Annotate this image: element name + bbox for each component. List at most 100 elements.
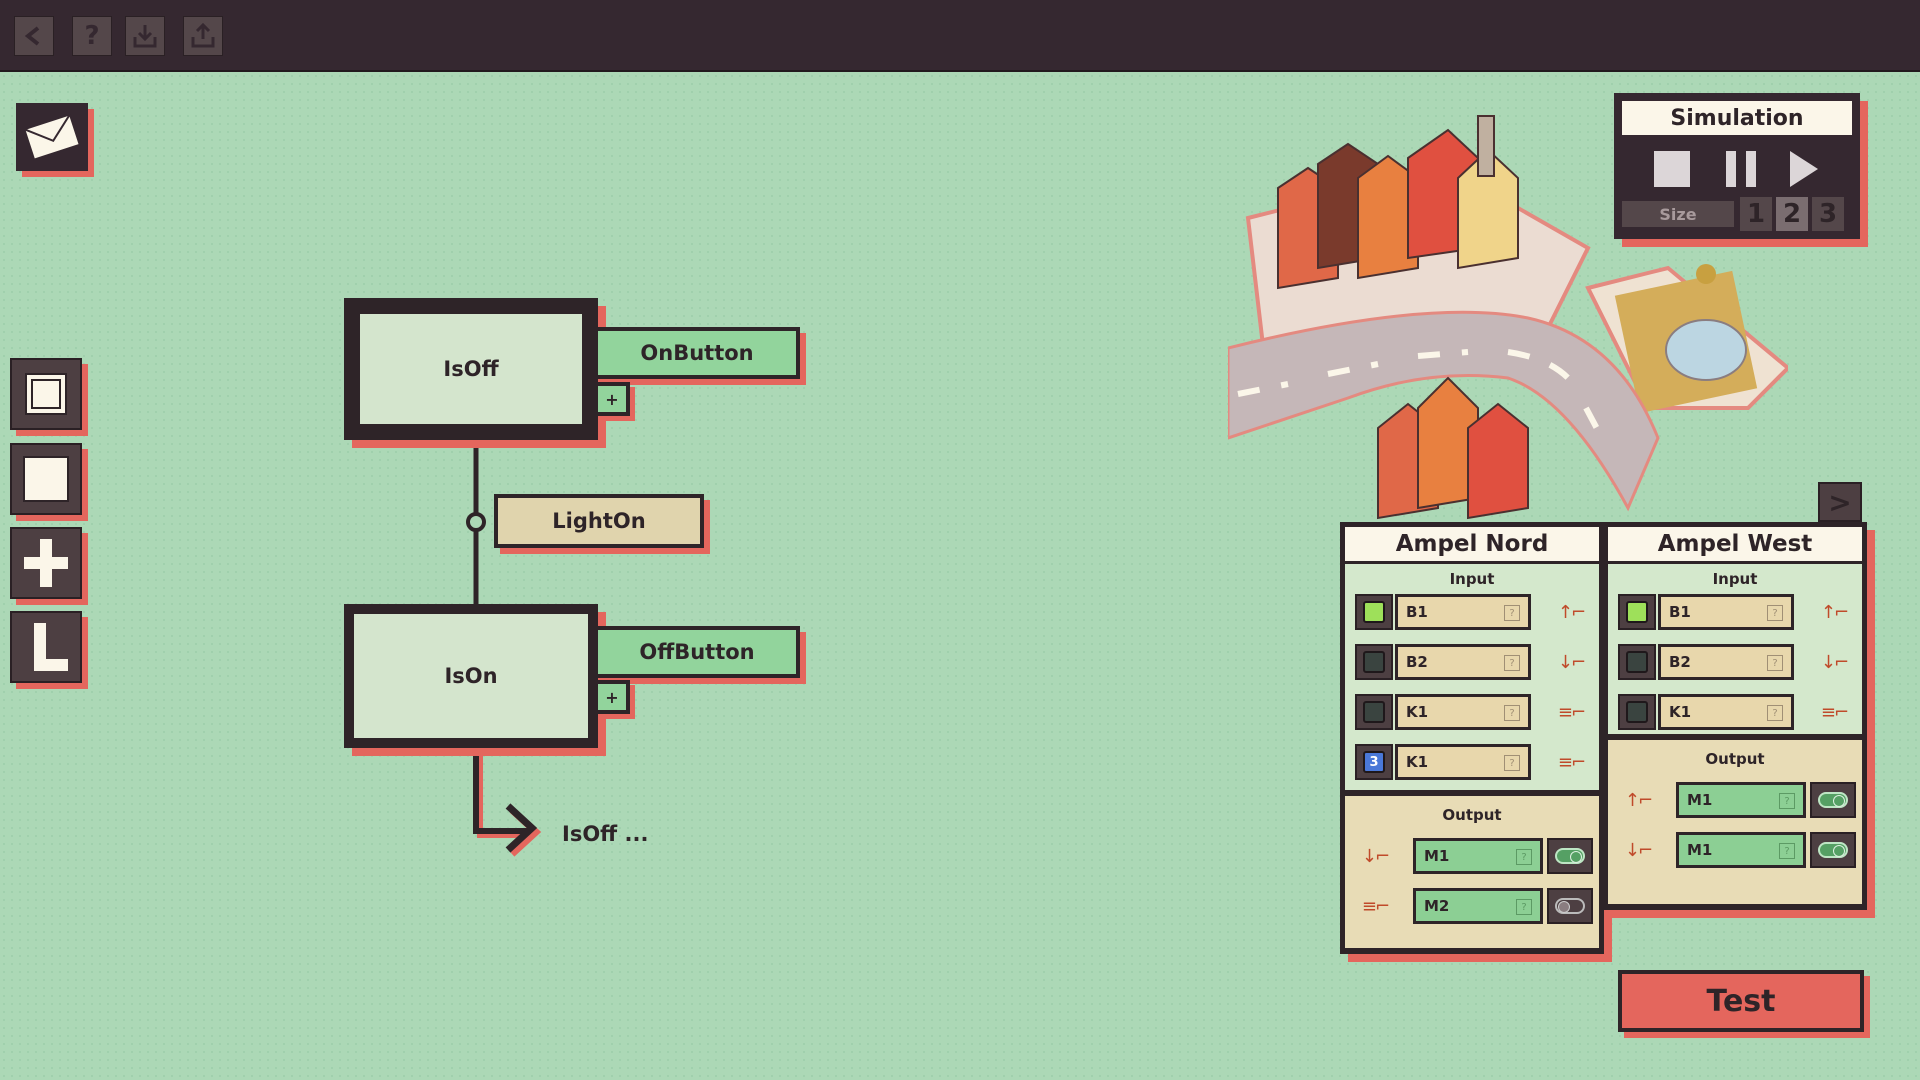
fall-trigger-icon[interactable]: ↓⌐ [1361, 845, 1390, 867]
state-label: IsOn [354, 614, 588, 738]
input-field[interactable]: B1? [1395, 594, 1531, 630]
input-row: B1? ↑⌐ [1355, 594, 1599, 630]
rise-trigger-icon[interactable]: ↑⌐ [1557, 601, 1586, 623]
input-row: K1? ≡⌐ [1618, 694, 1862, 730]
event-on-button[interactable]: OnButton [594, 327, 800, 379]
back-button[interactable] [14, 16, 54, 56]
input-row: 3 K1? ≡⌐ [1355, 744, 1599, 780]
input-row: B2? ↓⌐ [1355, 644, 1599, 680]
mail-button[interactable] [16, 103, 88, 171]
houses [1277, 115, 1529, 520]
chevron-left-icon [24, 26, 40, 46]
play-button[interactable] [1786, 149, 1826, 189]
filled-box-icon [23, 456, 69, 502]
output-label: Output [1705, 750, 1765, 768]
download-button[interactable] [125, 16, 165, 56]
envelope-icon [22, 113, 82, 161]
panel-ampel-west: Ampel West Input B1? ↑⌐ B2? ↓⌐ K1? ≡⌐ Ou… [1603, 522, 1867, 910]
output-field[interactable]: M1? [1676, 782, 1806, 818]
add-event-button[interactable]: + [594, 680, 630, 714]
output-row: ↓⌐ M1? [1349, 838, 1599, 874]
download-icon [133, 25, 157, 48]
input-led[interactable] [1618, 694, 1656, 730]
state-node-ison[interactable]: IsOn [344, 604, 598, 748]
event-light-on[interactable]: LightOn [494, 494, 704, 548]
input-led[interactable] [1618, 644, 1656, 680]
input-field[interactable]: K1? [1658, 694, 1794, 730]
rise-trigger-icon[interactable]: ↑⌐ [1820, 601, 1849, 623]
output-toggle[interactable] [1547, 838, 1593, 874]
input-led[interactable] [1618, 594, 1656, 630]
pause-button[interactable] [1722, 149, 1762, 189]
output-row: ↓⌐ M1? [1612, 832, 1862, 868]
panel-title: Ampel West [1608, 527, 1862, 561]
state-label: IsOff [358, 312, 584, 426]
output-section: Output ↑⌐ M1? ↓⌐ M1? [1608, 740, 1862, 904]
output-section: Output ↓⌐ M1? ≡⌐ M2? [1345, 796, 1599, 948]
output-row: ↑⌐ M1? [1612, 782, 1862, 818]
tool-connector[interactable] [10, 527, 82, 599]
output-field[interactable]: M2? [1413, 888, 1543, 924]
output-toggle[interactable] [1547, 888, 1593, 924]
fall-trigger-icon[interactable]: ↓⌐ [1557, 651, 1586, 673]
level-trigger-icon[interactable]: ≡⌐ [1557, 701, 1586, 723]
size-option-1[interactable]: 1 [1740, 197, 1772, 231]
help-icon: ? [84, 21, 100, 51]
input-row: K1? ≡⌐ [1355, 694, 1599, 730]
next-button[interactable]: > [1818, 482, 1862, 522]
size-option-3[interactable]: 3 [1812, 197, 1844, 231]
input-led[interactable] [1355, 644, 1393, 680]
input-led[interactable]: 3 [1355, 744, 1393, 780]
level-trigger-icon[interactable]: ≡⌐ [1361, 895, 1390, 917]
simulation-title: Simulation [1622, 101, 1852, 135]
tool-transition[interactable] [10, 611, 82, 683]
panel-ampel-nord: Ampel Nord Input B1? ↑⌐ B2? ↓⌐ K1? ≡⌐ 3 … [1340, 522, 1604, 954]
input-row: B2? ↓⌐ [1618, 644, 1862, 680]
corner-icon [34, 623, 68, 671]
output-field[interactable]: M1? [1413, 838, 1543, 874]
input-row: B1? ↑⌐ [1618, 594, 1862, 630]
state-node-isoff[interactable]: IsOff [344, 298, 598, 440]
level-trigger-icon[interactable]: ≡⌐ [1557, 751, 1586, 773]
fall-trigger-icon[interactable]: ↓⌐ [1820, 651, 1849, 673]
stop-button[interactable] [1654, 151, 1690, 187]
input-field[interactable]: B1? [1658, 594, 1794, 630]
tool-box[interactable] [10, 443, 82, 515]
output-row: ≡⌐ M2? [1349, 888, 1599, 924]
level-trigger-icon[interactable]: ≡⌐ [1820, 701, 1849, 723]
help-button[interactable]: ? [72, 16, 112, 56]
input-field[interactable]: K1? [1395, 694, 1531, 730]
rise-trigger-icon[interactable]: ↑⌐ [1624, 789, 1653, 811]
output-label: Output [1442, 806, 1502, 824]
input-label: Input [1449, 570, 1495, 588]
top-toolbar: ? [0, 0, 1920, 72]
simulation-panel: Simulation Size 1 2 3 [1614, 93, 1860, 239]
upload-button[interactable] [183, 16, 223, 56]
output-toggle[interactable] [1810, 782, 1856, 818]
input-led[interactable] [1355, 694, 1393, 730]
size-option-2[interactable]: 2 [1776, 197, 1808, 231]
add-event-button[interactable]: + [594, 382, 630, 416]
pause-icon [1726, 151, 1756, 187]
goto-state-label[interactable]: IsOff ... [562, 822, 649, 846]
input-field[interactable]: B2? [1395, 644, 1531, 680]
test-button[interactable]: Test [1618, 970, 1864, 1032]
tool-state[interactable] [10, 358, 82, 430]
event-off-button[interactable]: OffButton [594, 626, 800, 678]
panel-title: Ampel Nord [1345, 527, 1599, 561]
cross-icon [24, 539, 68, 587]
output-toggle[interactable] [1810, 832, 1856, 868]
input-field[interactable]: B2? [1658, 644, 1794, 680]
city-preview [1228, 115, 1788, 520]
state-box-icon [25, 373, 67, 415]
output-field[interactable]: M1? [1676, 832, 1806, 868]
fall-trigger-icon[interactable]: ↓⌐ [1624, 839, 1653, 861]
input-led[interactable] [1355, 594, 1393, 630]
input-field[interactable]: K1? [1395, 744, 1531, 780]
input-section: Input B1? ↑⌐ B2? ↓⌐ K1? ≡⌐ [1608, 564, 1862, 734]
input-label: Input [1712, 570, 1758, 588]
input-section: Input B1? ↑⌐ B2? ↓⌐ K1? ≡⌐ 3 K1? ≡⌐ [1345, 564, 1599, 790]
play-icon [1790, 151, 1818, 187]
upload-icon [191, 23, 215, 48]
